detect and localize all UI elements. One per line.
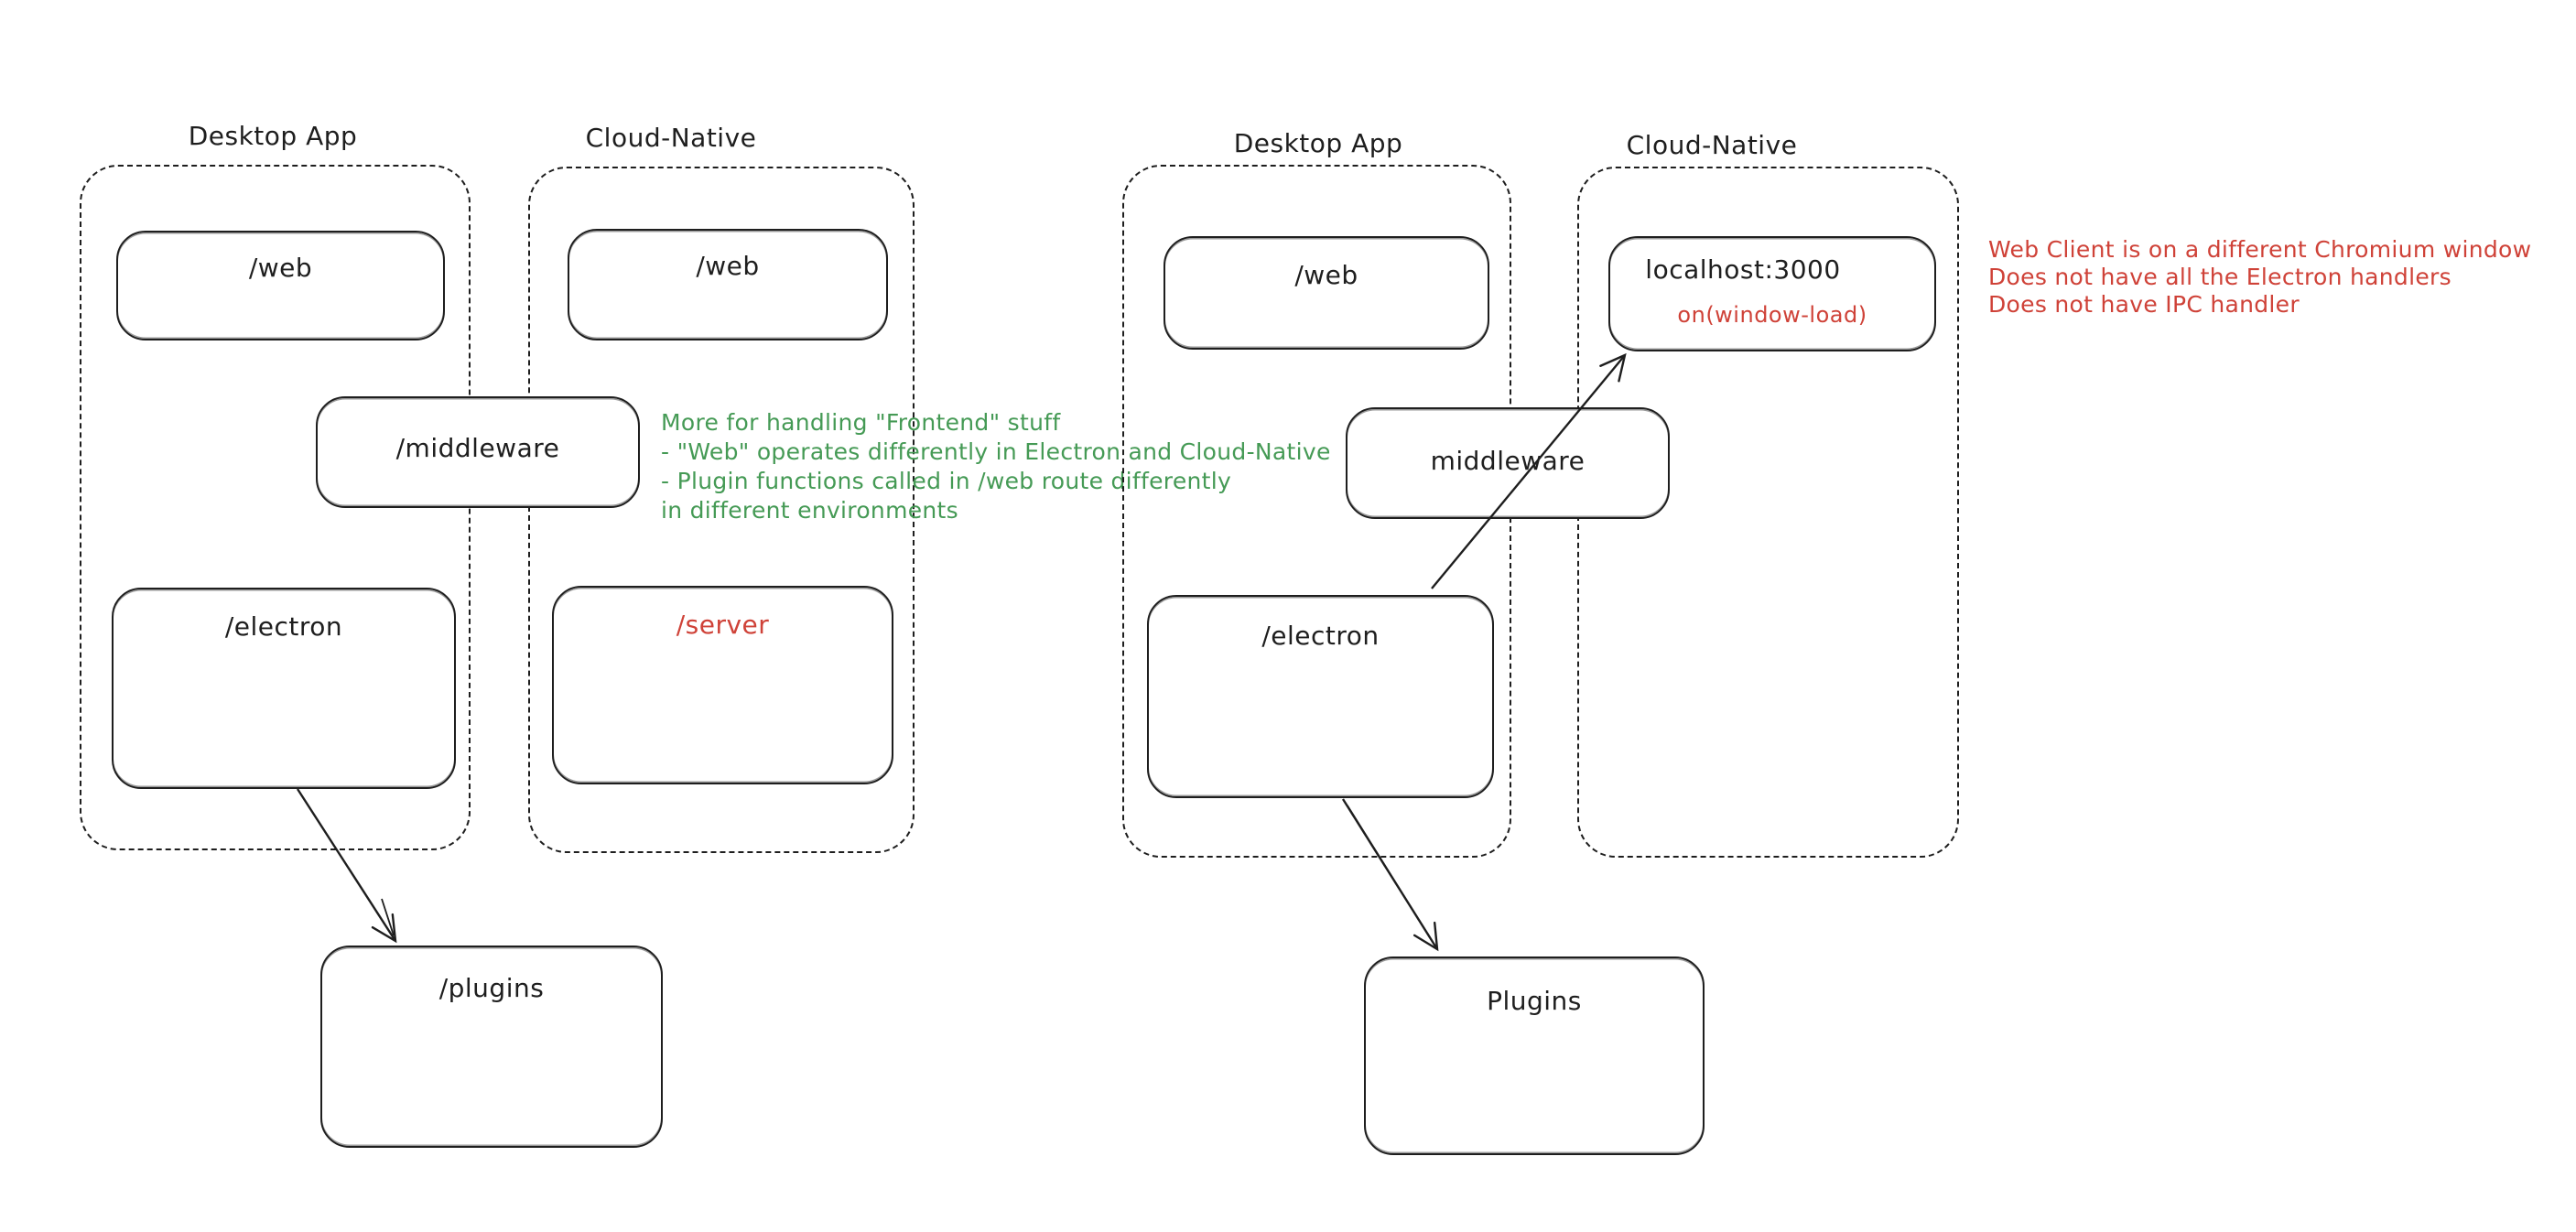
right-plugins-box: Plugins <box>1364 956 1705 1155</box>
green-note-line-4: in different environments <box>661 497 958 524</box>
green-note-line-3: - Plugin functions called in /web route … <box>661 468 1232 494</box>
left-server-label: /server <box>676 610 770 640</box>
left-plugins-box: /plugins <box>320 946 663 1148</box>
left-cloud-native-title: Cloud-Native <box>585 123 757 153</box>
red-note-line-3: Does not have IPC handler <box>1988 291 2300 318</box>
red-note-line-2: Does not have all the Electron handlers <box>1988 264 2452 290</box>
green-note-line-1: More for handling "Frontend" stuff <box>661 409 1061 436</box>
left-middleware-box: /middleware <box>316 396 640 508</box>
right-localhost-label: localhost:3000 <box>1645 254 1841 285</box>
left-plugins-label: /plugins <box>438 973 545 1003</box>
red-note-line-1: Web Client is on a different Chromium wi… <box>1988 236 2532 263</box>
right-desktop-web-label: /web <box>1294 260 1358 290</box>
left-cloud-web-label: /web <box>696 251 760 281</box>
green-note-line-2: - "Web" operates differently in Electron… <box>661 438 1331 465</box>
right-window-load-label: on(window-load) <box>1677 302 1867 328</box>
left-green-note: More for handling "Frontend" stuff - "We… <box>661 408 1331 525</box>
left-desktop-web-box: /web <box>116 231 445 340</box>
right-cloud-native-title: Cloud-Native <box>1626 130 1798 160</box>
left-desktop-web-label: /web <box>248 253 313 283</box>
right-electron-box: /electron <box>1147 595 1494 798</box>
right-middleware-label: middleware <box>1430 446 1586 476</box>
right-electron-label: /electron <box>1261 621 1380 651</box>
left-electron-box: /electron <box>112 588 456 789</box>
right-plugins-label: Plugins <box>1487 986 1582 1016</box>
arrow-left-electron-to-plugins-sketch-stroke <box>381 898 395 936</box>
left-electron-label: /electron <box>224 611 343 642</box>
right-desktop-app-title: Desktop App <box>1233 128 1403 158</box>
right-localhost-box: localhost:3000 on(window-load) <box>1608 236 1936 351</box>
right-desktop-web-box: /web <box>1164 236 1489 350</box>
right-red-note: Web Client is on a different Chromium wi… <box>1988 236 2531 319</box>
right-middleware-box: middleware <box>1346 407 1670 519</box>
left-desktop-app-title: Desktop App <box>188 121 358 151</box>
left-middleware-label: /middleware <box>395 433 560 463</box>
left-cloud-web-box: /web <box>568 229 888 340</box>
left-server-box: /server <box>552 586 893 784</box>
left-cloud-native-container <box>528 167 915 853</box>
